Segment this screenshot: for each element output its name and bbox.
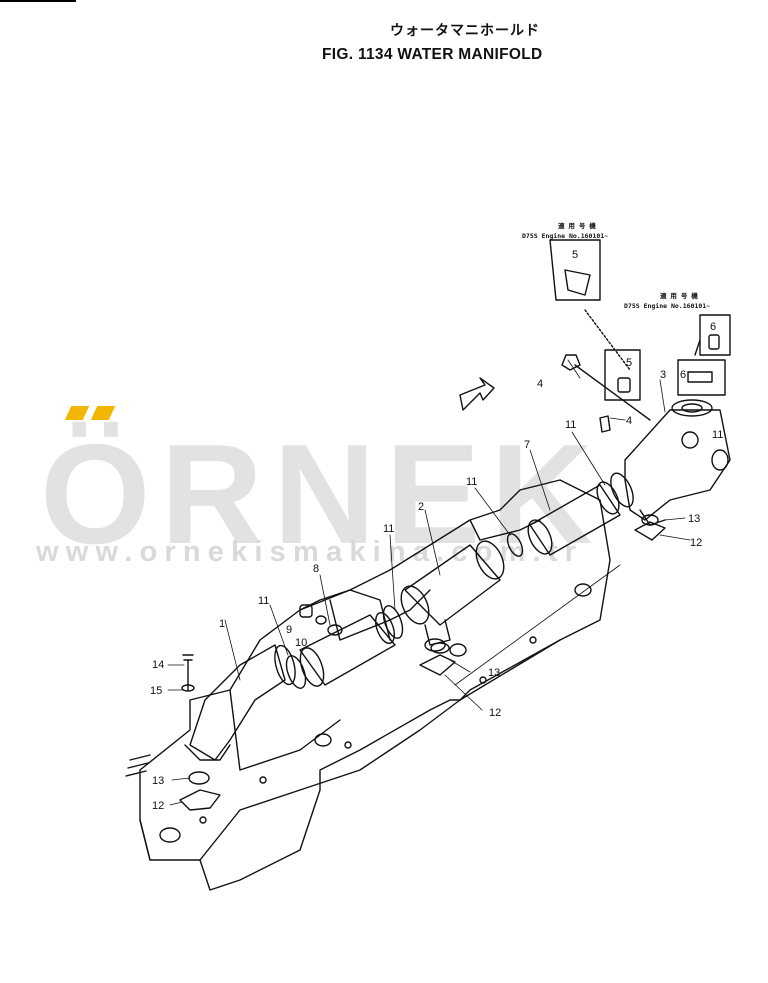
gaskets <box>179 514 666 811</box>
callout-9: 9 <box>286 624 292 636</box>
callout-14: 14 <box>152 659 164 671</box>
callout-15: 15 <box>150 685 162 697</box>
callout-11-e: 11 <box>712 429 723 441</box>
detail-box-part-5 <box>549 239 641 401</box>
figure-title: FIG. 1134 WATER MANIFOLD <box>322 46 543 63</box>
callout-5-a: 5 <box>572 249 578 261</box>
detail-box-part-6 <box>677 314 731 396</box>
callout-4-a: 4 <box>537 378 543 390</box>
callout-3: 3 <box>660 369 666 381</box>
outlet-housing <box>624 399 731 526</box>
callout-4-b: 4 <box>626 415 632 427</box>
callout-2: 2 <box>418 501 424 513</box>
bolts-and-fittings <box>181 309 651 692</box>
callout-13-right: 13 <box>688 513 700 525</box>
callout-11-d: 11 <box>565 419 576 431</box>
figure-title-japanese: ウォータマニホールド <box>390 23 540 39</box>
tee-pipe <box>400 533 524 652</box>
callout-7: 7 <box>524 439 530 451</box>
callout-12-mid: 12 <box>489 707 501 719</box>
callout-1: 1 <box>219 618 225 630</box>
note-1-line-2: D75S Engine No.160101~ <box>522 232 608 240</box>
pipe-section-right <box>527 472 634 556</box>
callout-12-right: 12 <box>690 537 702 549</box>
pipe-section-left <box>285 605 404 689</box>
front-direction-arrow-icon <box>459 377 495 411</box>
callout-13-mid: 13 <box>488 667 500 679</box>
callout-11-b: 11 <box>383 523 394 535</box>
callout-6-b: 6 <box>680 369 686 381</box>
callout-8: 8 <box>313 563 319 575</box>
elbow-pipe <box>184 644 296 761</box>
note-2-line-2: D75S Engine No.160101~ <box>624 302 710 310</box>
applicability-notes: 適 用 号 機 D75S Engine No.160101~ 適 用 号 機 D… <box>522 221 710 310</box>
watermark-brand: ÖRNEK <box>40 415 603 574</box>
note-2-line-1: 適 用 号 機 <box>660 291 698 300</box>
note-1-line-1: 適 用 号 機 <box>558 221 596 230</box>
callout-12-left: 12 <box>152 800 164 812</box>
callout-6-a: 6 <box>710 321 716 333</box>
engine-block <box>125 479 611 891</box>
leader-lines <box>167 359 691 806</box>
callout-11-a: 11 <box>258 595 269 607</box>
callout-5-b: 5 <box>626 357 632 369</box>
top-border-line <box>0 0 76 2</box>
callout-10: 10 <box>295 637 307 649</box>
callout-11-c: 11 <box>466 476 477 488</box>
callout-13-left: 13 <box>152 775 164 787</box>
callout-numbers: 14 15 13 12 1 11 9 10 8 11 2 11 7 11 4 4… <box>150 249 723 812</box>
